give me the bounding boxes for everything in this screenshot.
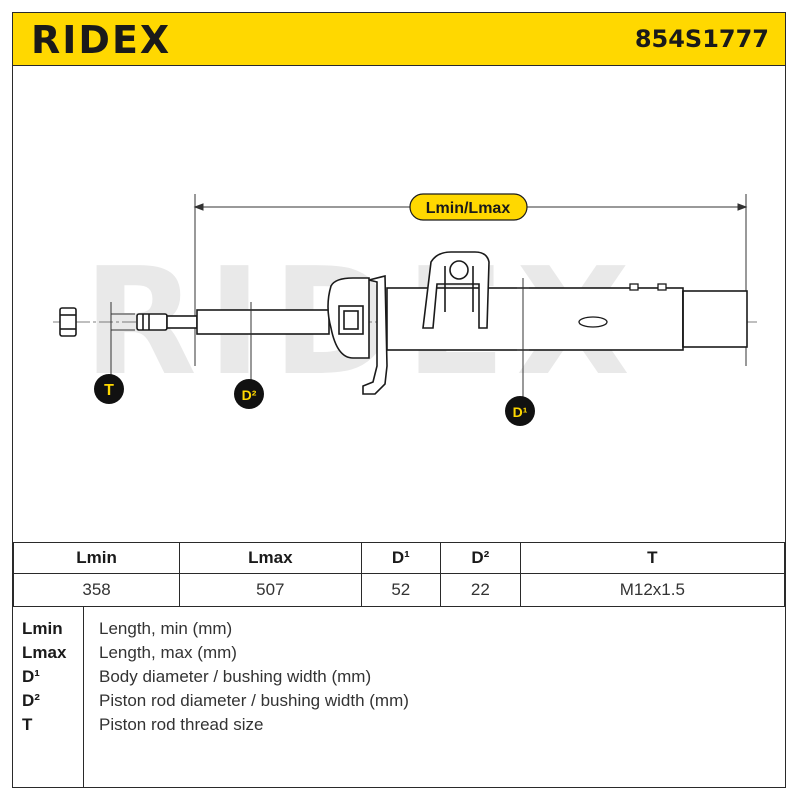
callout-t: T [94,374,124,404]
diagram-drawing: Lmin/Lmax [53,193,758,426]
value-lmax: 507 [179,573,362,607]
nut-icon [59,307,77,337]
callout-d2-label: D² [242,387,257,403]
legend-desc: Piston rod thread size [99,715,264,734]
legend-divider [83,607,84,787]
callout-d1: D¹ [505,396,535,426]
header-lmax: Lmax [179,542,362,574]
part-number: 854S1777 [634,25,769,53]
damper-body [386,287,748,351]
header-t: T [519,542,786,574]
specs-header-row: Lmin Lmax D¹ D² T [12,542,786,574]
body-details [578,283,667,328]
legend-abbr: T [22,715,33,734]
legend-desc: Length, max (mm) [99,643,237,662]
value-d1: 52 [360,573,442,607]
specs-value-row: 358 507 52 22 M12x1.5 [12,573,786,607]
dimension-label: Lmin/Lmax [426,200,511,217]
legend-item: D¹ Body diameter / bushing width (mm) [13,667,785,691]
legend: Lmin Length, min (mm) Lmax Length, max (… [13,606,785,787]
legend-abbr: Lmax [22,643,67,662]
page-frame [12,12,786,788]
specs-table: Lmin Lmax D¹ D² T 358 507 52 22 M12x1.5 [12,542,786,607]
dimension-label-badge [409,193,528,221]
callout-d2: D² [234,379,264,409]
callout-t-label: T [104,382,114,399]
steering-knuckle-bracket [422,251,490,329]
legend-desc: Body diameter / bushing width (mm) [99,667,372,686]
legend-desc: Piston rod diameter / bushing width (mm) [99,691,409,710]
legend-item: Lmax Length, max (mm) [13,643,785,667]
value-d2: 22 [440,573,521,607]
legend-abbr: D² [22,691,40,710]
value-lmin: 358 [12,573,181,607]
legend-item: T Piston rod thread size [13,715,785,739]
piston-rod [136,309,330,335]
header-d2: D² [440,542,521,574]
shock-absorber-diagram: RIDEX Lmin/Lmax [13,66,785,542]
legend-desc: Length, min (mm) [99,619,233,638]
legend-abbr: D¹ [22,667,40,686]
top-mount [327,274,388,395]
legend-abbr: Lmin [22,619,63,638]
header-bar: RIDEX 854S1777 [13,13,785,66]
thread-dimension [110,302,135,376]
body-diameter-dimension [517,278,529,400]
legend-item: Lmin Length, min (mm) [13,619,785,643]
header-lmin: Lmin [12,542,181,574]
legend-item: D² Piston rod diameter / bushing width (… [13,691,785,715]
header-d1: D¹ [360,542,442,574]
brand-logo: RIDEX [31,18,172,62]
callout-d1-label: D¹ [513,404,528,420]
value-t: M12x1.5 [519,573,786,607]
